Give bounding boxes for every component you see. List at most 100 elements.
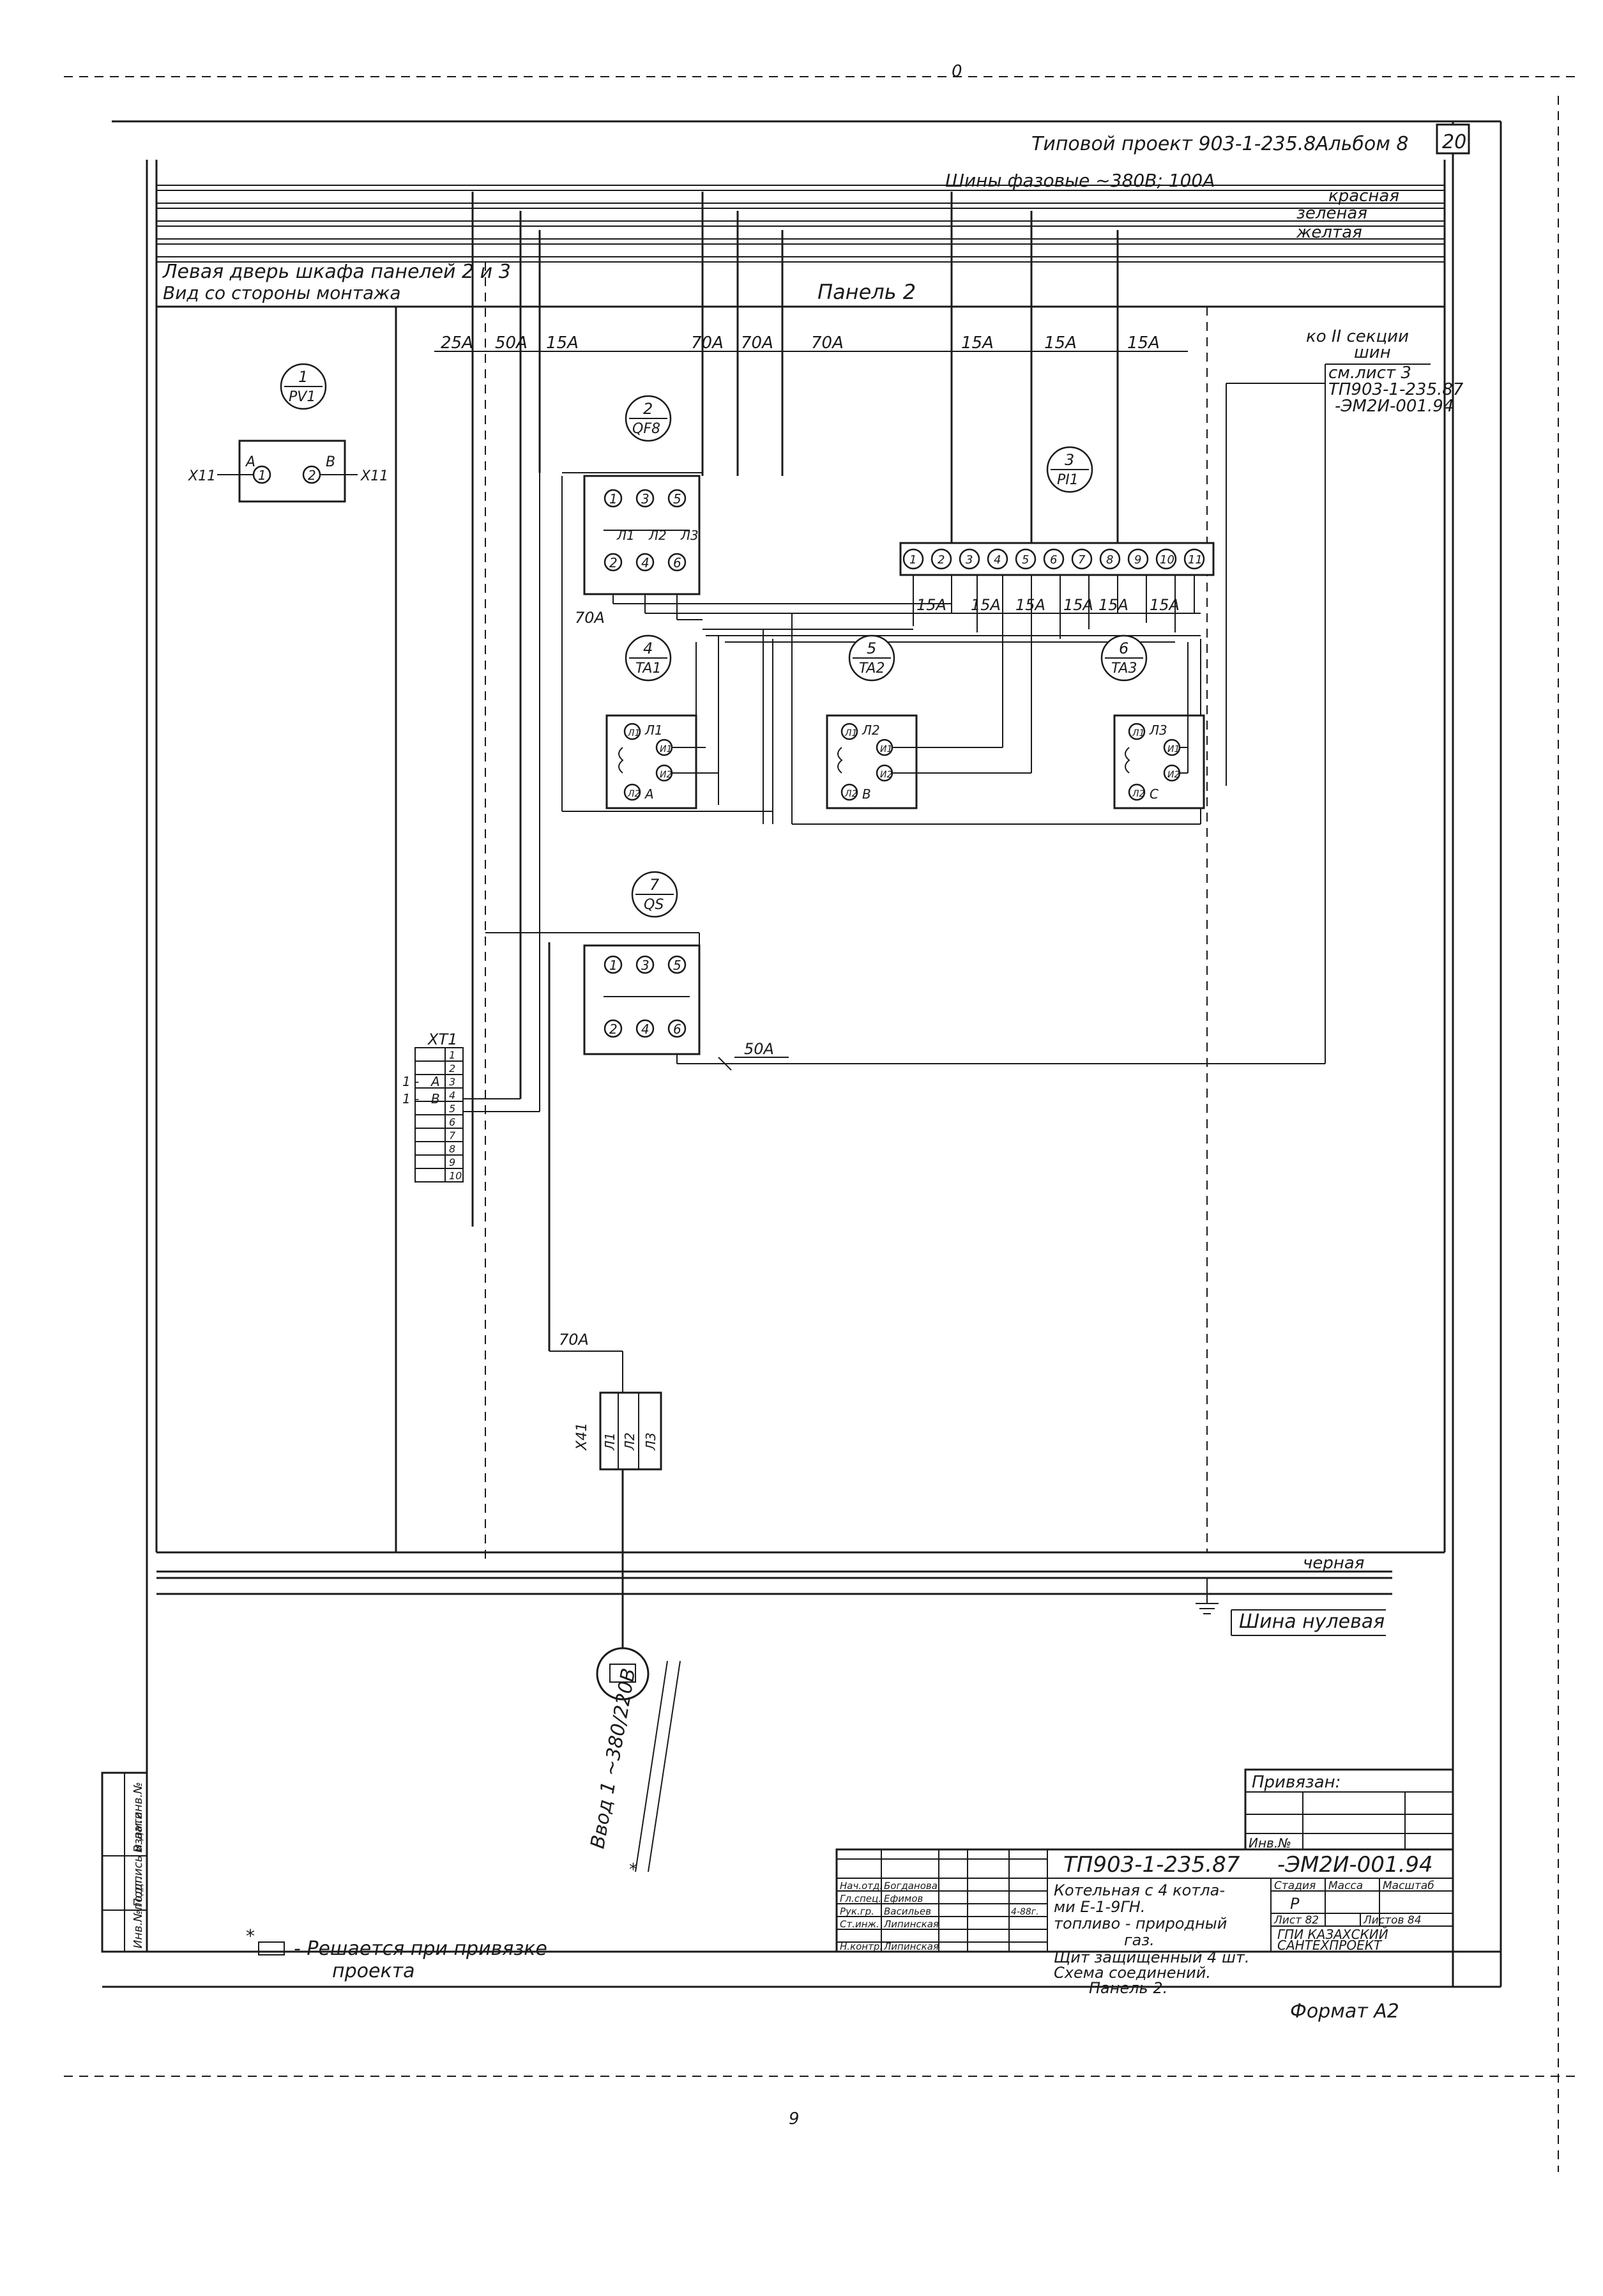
device-ta3: 6 TA3 Л3 С Л1 Л2 И1 И2 <box>1100 634 1205 809</box>
title-sheet: Лист 82 <box>1273 1914 1319 1927</box>
pv1-t1: 1 <box>258 468 266 483</box>
xt1-lead-2: 1 - <box>402 1091 419 1106</box>
qf8-t6: 6 <box>673 555 681 570</box>
section-note-2: шин <box>1354 343 1391 362</box>
wire-rating-1: 25А <box>441 333 473 353</box>
album-label: Альбом 8 <box>1314 133 1409 155</box>
neutral-bus-label: Шина нулевая <box>1239 1611 1385 1633</box>
ta2-i2: И2 <box>880 770 892 780</box>
qf8-t1: 1 <box>609 491 618 507</box>
title-desc-3: топливо - природный <box>1054 1915 1227 1932</box>
title-org-1: ГПИ КАЗАХСКИЙ <box>1277 1927 1388 1942</box>
pi1-terminal <box>987 548 1008 570</box>
title-desc-1: Котельная с 4 котла- <box>1054 1881 1225 1899</box>
qf8-out-rating: 70А <box>575 609 605 627</box>
qs-t1: 1 <box>609 958 618 973</box>
pv1-code: PV1 <box>289 389 315 405</box>
bottom-mark: 9 <box>789 2109 800 2129</box>
pi1-terminal <box>1155 548 1177 570</box>
cabinet-outline <box>155 160 1446 1559</box>
xt1-lead-1: 1 - <box>402 1074 419 1089</box>
pi1-terminal <box>931 548 952 570</box>
wire-rating-3: 15А <box>546 333 579 353</box>
ta3-pole: Л3 <box>1149 723 1167 738</box>
pi1-terminal-label: 6 <box>1050 553 1057 567</box>
format-label: Формат А2 <box>1290 2000 1399 2023</box>
title-role-4: Ст.инж. <box>840 1918 879 1930</box>
ta3-phase: С <box>1150 786 1159 802</box>
qf8-code: QF8 <box>632 421 660 437</box>
xt1-row-number: 9 <box>449 1156 455 1168</box>
wire-rating-6: 70А <box>811 333 844 353</box>
pi1-terminal-label: 3 <box>966 553 973 567</box>
x41-label: X41 <box>574 1423 590 1451</box>
ta3-code: TA3 <box>1111 661 1137 677</box>
ta2-code: TA2 <box>859 661 885 677</box>
incoming-feed <box>548 942 662 1648</box>
pi1-wiring <box>695 383 1325 824</box>
title-block <box>835 1848 1454 1953</box>
x41-phase-3: Л3 <box>643 1432 658 1451</box>
title-role-2: Гл.спец. <box>840 1893 881 1904</box>
footnote-text-1: - Решается при привязке <box>294 1938 547 1960</box>
pi1-code: PI1 <box>1057 472 1079 488</box>
pi1-terminal <box>959 548 980 570</box>
title-name-5: Липинская <box>883 1941 939 1952</box>
wire-rating-8: 15А <box>1044 333 1077 353</box>
qs-t6: 6 <box>673 1022 681 1037</box>
pv1-x-left: X11 <box>188 468 216 484</box>
bus-drops <box>471 192 1119 1227</box>
title-sheets: Листов 84 <box>1363 1914 1422 1927</box>
pv1-a: А <box>245 454 255 470</box>
title-name-2: Ефимов <box>884 1893 923 1904</box>
view-title-line1: Левая дверь шкафа панелей 2 и 3 <box>162 261 511 283</box>
pi1-terminal-label: 4 <box>994 553 1001 567</box>
xt1-row <box>414 1154 464 1169</box>
bus-yellow-label: желтая <box>1296 223 1362 242</box>
sheet-number: 20 <box>1442 131 1466 153</box>
side-stamp-sign: Подпись и дата <box>132 1812 145 1907</box>
ta1-phase: А <box>644 786 654 802</box>
title-stage: Р <box>1290 1895 1300 1913</box>
view-title-line2: Вид со стороны монтажа <box>163 282 401 303</box>
qs-t3: 3 <box>641 958 650 973</box>
ta2-number: 5 <box>867 639 876 657</box>
side-stamp-replace: Взам.инв.№ <box>132 1782 145 1853</box>
wire-rating-7: 15А <box>961 333 994 353</box>
qf8-number: 2 <box>643 400 653 418</box>
qf8-t2: 2 <box>609 555 618 570</box>
xt1-row-number: 4 <box>449 1089 455 1101</box>
xt1-row <box>414 1168 464 1182</box>
project-title: Типовой проект 903-1-235.8 <box>1031 133 1316 155</box>
input-asterisk: * <box>629 1860 637 1879</box>
side-stamp-inv: Инв.№подл. <box>132 1876 145 1948</box>
section-note-3: см.лист 3 <box>1328 364 1411 383</box>
ta3-number: 6 <box>1119 639 1128 657</box>
ta2-i1: И1 <box>880 744 892 754</box>
pv1-number: 1 <box>298 368 308 386</box>
title-org-2: САНТЕХПРОЕКТ <box>1277 1938 1383 1953</box>
ta1-code: TA1 <box>635 661 661 677</box>
title-role-1: Нач.отд. <box>840 1880 883 1892</box>
section-note-5: -ЭМ2И-001.94 <box>1335 397 1454 416</box>
ta2-l1: Л1 <box>844 728 857 739</box>
pi1-wire-rating-3: 15А <box>1015 596 1045 614</box>
device-ta2: 5 TA2 Л2 В Л1 Л2 И1 И2 <box>826 613 1032 809</box>
pi1-terminal-label: 9 <box>1134 553 1141 567</box>
title-mass-label: Масса <box>1328 1879 1363 1892</box>
bus-red-label: красная <box>1328 187 1399 206</box>
title-drawing-3: Панель 2. <box>1089 1979 1167 1997</box>
tie-in-inv: Инв.№ <box>1249 1835 1291 1851</box>
qf8-t5: 5 <box>673 491 681 507</box>
ta2-pole: Л2 <box>862 723 880 738</box>
pi1-terminal-label: 7 <box>1078 553 1086 567</box>
pi1-wire-rating-5: 15А <box>1098 596 1128 614</box>
qs-code: QS <box>644 897 664 913</box>
xt1-row-number: 7 <box>449 1129 456 1142</box>
qf8-t4: 4 <box>641 555 650 570</box>
input-label: Ввод 1 ~380/220В <box>586 1667 640 1851</box>
xt1-row <box>414 1047 464 1062</box>
xt1-mark-a: А <box>430 1074 440 1089</box>
title-role-5: Н.контр. <box>840 1941 883 1952</box>
